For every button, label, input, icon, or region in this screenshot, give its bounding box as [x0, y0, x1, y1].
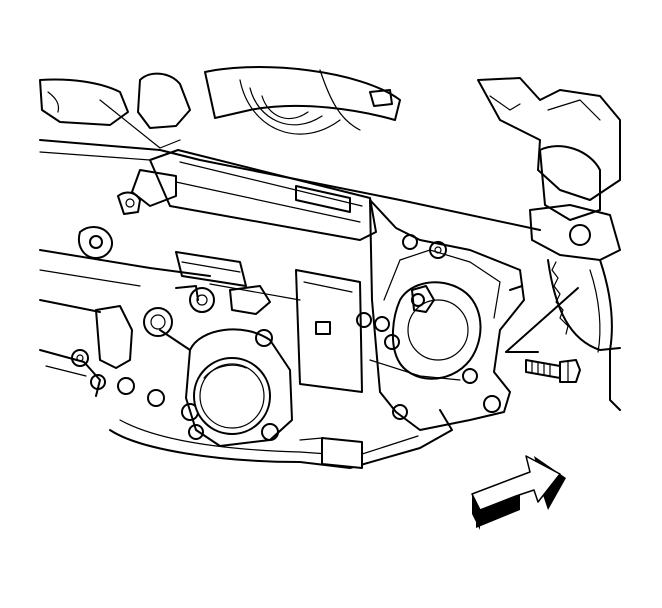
bell-housing: [39, 66, 401, 149]
direction-arrow: [471, 455, 566, 530]
transfer-case-adapter: [356, 199, 525, 431]
engine-flywheel: [477, 77, 621, 411]
extension-housing: [159, 328, 293, 447]
oil-pan: [109, 409, 453, 469]
bolt: [505, 287, 581, 383]
